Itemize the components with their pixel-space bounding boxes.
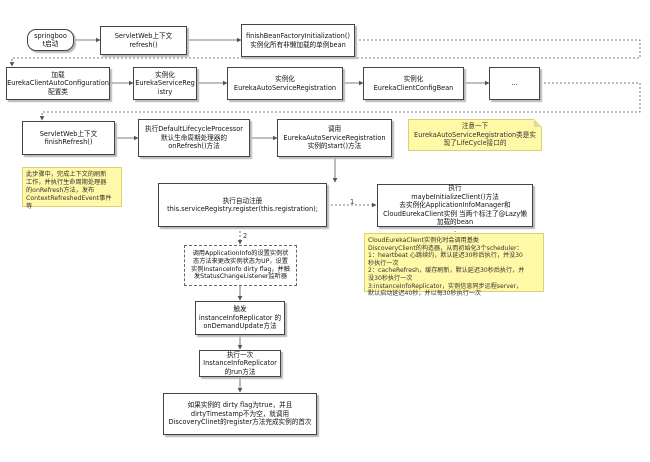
maybe-initialize-client-node[interactable]: 执行 maybeInitializeClient()方法 去实例化Applica… — [377, 184, 533, 227]
ellipsis-node[interactable]: ... — [489, 67, 540, 100]
lifecycle-processor-node[interactable]: 执行DefaultLifecycleProcessor 默认生命周期处理器的 o… — [138, 119, 250, 157]
springboot-start-node[interactable]: springboo t启动 — [27, 29, 74, 51]
call-start-node[interactable]: 调用 EurekaAutoServiceRegistration 实例的star… — [277, 119, 392, 157]
edge-label-step-2: 2 — [243, 232, 248, 240]
note-fold-corner — [534, 119, 542, 127]
finish-bean-factory-node[interactable]: finishBeanFactoryInitialization() 实例化所有非… — [241, 24, 355, 57]
smartlifecycle-note-text: 注意一下 EurekaAutoServiceRegistration类是实 现了… — [414, 122, 536, 148]
instantiate-config-bean-node[interactable]: 实例化 EurekaClientConfigBean — [363, 67, 464, 100]
load-autoconfig-node[interactable]: 加载 EurekaClientAutoConfiguration 配置类 — [6, 67, 110, 100]
trigger-on-demand-update-node[interactable]: 触发 instanceInfoReplicator 的 onDemandUpda… — [195, 301, 285, 335]
set-status-up-node[interactable]: 调用ApplicationInfo的设置实例状 态方法来更改实例状态为UP，设置… — [184, 245, 297, 286]
scheduler-init-note: CloudEurekaClient实例化时会调用基类 DiscoveryClie… — [364, 233, 544, 297]
instantiate-auto-registration-node[interactable]: 实例化 EurekaAutoServiceRegistration — [227, 67, 343, 100]
smartlifecycle-note: 注意一下 EurekaAutoServiceRegistration类是实 现了… — [408, 119, 542, 151]
arrow-ellipsis-wrap-row3 — [39, 82, 641, 121]
lifecycle-explanation-note: 此步骤中，完成上下文的刷新 工作，并执行生命周期处理器 的onRefresh方法… — [22, 167, 122, 210]
run-replicator-node[interactable]: 执行一次 InstanceInfoReplicator 的run方法 — [199, 350, 281, 377]
auto-register-node[interactable]: 执行自动注册 this.serviceRegistry.register(thi… — [158, 183, 327, 227]
arrow-finishbean-wrap-row2 — [9, 39, 641, 67]
instantiate-registry-node[interactable]: 实例化 EurekaServiceReg istry — [133, 67, 197, 100]
edge-label-step-1: 1 — [350, 198, 355, 206]
register-if-dirty-node[interactable]: 如果实例的 dirty flag为true，并且 dirtyTimestamp不… — [163, 393, 317, 435]
servletweb-refresh-node[interactable]: ServletWeb上下文 refresh() — [100, 26, 187, 55]
finish-refresh-node[interactable]: ServletWeb上下文 finishRefresh() — [22, 121, 115, 155]
